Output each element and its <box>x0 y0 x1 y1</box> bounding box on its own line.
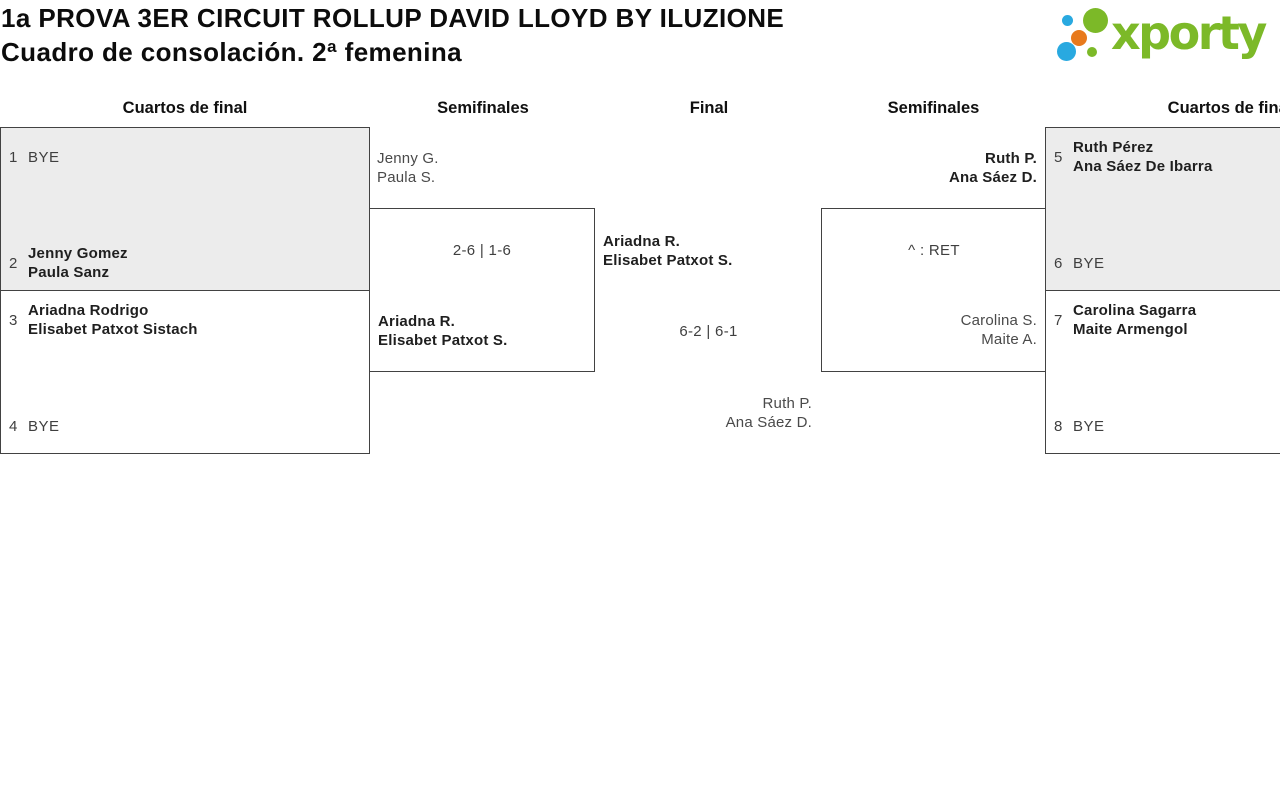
player-name: Ariadna R. <box>603 233 681 250</box>
player-name: Ruth P. <box>762 395 812 412</box>
player-name: Elisabet Patxot S. <box>378 332 508 349</box>
sf-left-team-top: Jenny G. Paula S. <box>377 149 439 187</box>
seed-number: 5 <box>1054 148 1063 166</box>
player-name: BYE <box>1073 254 1105 272</box>
team-name: Ruth Pérez Ana Sáez De Ibarra <box>1073 138 1213 176</box>
round-header-semifinals-left: Semifinales <box>437 99 529 117</box>
round-header-semifinals-right: Semifinales <box>887 99 980 117</box>
final-team-right: Ruth P. Ana Sáez D. <box>595 394 812 432</box>
match-box-qf-right-bottom: 7 Carolina Sagarra Maite Armengol 8 BYE <box>1045 290 1280 454</box>
team-name: BYE <box>1073 254 1105 273</box>
player-name: Jenny G. <box>377 150 439 167</box>
player-name: Maite A. <box>981 331 1037 348</box>
match-box-sf-left <box>369 208 595 372</box>
player-name: Ana Sáez D. <box>725 414 812 431</box>
player-name: Ana Sáez De Ibarra <box>1073 158 1213 175</box>
player-name: Carolina S. <box>960 312 1037 329</box>
logo-dot-blue-large-icon <box>1057 42 1076 61</box>
logo-wordmark: xporty <box>1111 6 1267 60</box>
bracket-slot-seed-4: 4 BYE <box>9 403 60 449</box>
seed-number: 8 <box>1054 417 1063 435</box>
player-name: Maite Armengol <box>1073 321 1188 338</box>
round-header-final: Final <box>689 99 729 117</box>
player-name: Paula S. <box>377 169 436 186</box>
sf-right-team-bottom: Carolina S. Maite A. <box>822 311 1037 349</box>
player-name: Ariadna R. <box>378 313 456 330</box>
player-name: Ariadna Rodrigo <box>28 302 149 319</box>
player-name: Elisabet Patxot S. <box>603 252 733 269</box>
player-name: Paula Sanz <box>28 264 110 281</box>
sf-left-score: 2-6 | 1-6 <box>452 242 512 259</box>
match-box-qf-left-bottom: 3 Ariadna Rodrigo Elisabet Patxot Sistac… <box>0 290 370 454</box>
team-name: Carolina Sagarra Maite Armengol <box>1073 301 1196 339</box>
logo-dot-green-large-icon <box>1083 8 1108 33</box>
logo-dot-orange-icon <box>1071 30 1087 46</box>
bracket-slot-seed-5: 5 Ruth Pérez Ana Sáez De Ibarra <box>1054 134 1213 180</box>
player-name: Ruth P. <box>985 150 1037 167</box>
sf-right-score: ^ : RET <box>908 242 960 259</box>
round-header-quarterfinals-left: Cuartos de final <box>122 99 248 117</box>
final-score: 6-2 | 6-1 <box>679 323 738 340</box>
sf-right-team-top: Ruth P. Ana Sáez D. <box>822 149 1037 187</box>
seed-number: 1 <box>9 148 18 166</box>
seed-number: 6 <box>1054 254 1063 272</box>
bracket-slot-seed-7: 7 Carolina Sagarra Maite Armengol <box>1054 297 1196 343</box>
round-header-quarterfinals-right: Cuartos de final <box>1167 99 1280 117</box>
player-name: Ruth Pérez <box>1073 139 1154 156</box>
final-team-left: Ariadna R. Elisabet Patxot S. <box>603 232 732 270</box>
sf-left-team-bottom: Ariadna R. Elisabet Patxot S. <box>378 312 507 350</box>
player-name: Jenny Gomez <box>28 245 128 262</box>
team-name: BYE <box>28 148 60 167</box>
player-name: BYE <box>28 148 60 166</box>
page-title: 1a PROVA 3ER CIRCUIT ROLLUP DAVID LLOYD … <box>1 3 785 33</box>
player-name: BYE <box>28 417 60 435</box>
team-name: Jenny Gomez Paula Sanz <box>28 244 128 282</box>
player-name: Carolina Sagarra <box>1073 302 1197 319</box>
bracket-slot-seed-8: 8 BYE <box>1054 403 1105 449</box>
match-box-qf-left-top: 1 BYE 2 Jenny Gomez Paula Sanz <box>0 127 370 291</box>
team-name: BYE <box>1073 417 1105 436</box>
seed-number: 2 <box>9 254 18 272</box>
seed-number: 7 <box>1054 311 1063 329</box>
match-box-sf-right <box>821 208 1047 372</box>
bracket-slot-seed-2: 2 Jenny Gomez Paula Sanz <box>9 240 128 286</box>
team-name: BYE <box>28 417 60 436</box>
player-name: Ana Sáez D. <box>948 169 1037 186</box>
bracket-slot-seed-1: 1 BYE <box>9 134 60 180</box>
match-box-qf-right-top: 5 Ruth Pérez Ana Sáez De Ibarra 6 BYE <box>1045 127 1280 291</box>
player-name: BYE <box>1073 417 1105 435</box>
seed-number: 3 <box>9 311 18 329</box>
bracket-slot-seed-3: 3 Ariadna Rodrigo Elisabet Patxot Sistac… <box>9 297 198 343</box>
bracket-slot-seed-6: 6 BYE <box>1054 240 1105 286</box>
logo-dot-green-small-icon <box>1087 47 1097 57</box>
logo-dot-blue-small-icon <box>1062 15 1073 26</box>
page-subtitle: Cuadro de consolación. 2ª femenina <box>1 37 462 67</box>
player-name: Elisabet Patxot Sistach <box>28 321 198 338</box>
seed-number: 4 <box>9 417 18 435</box>
team-name: Ariadna Rodrigo Elisabet Patxot Sistach <box>28 301 198 339</box>
